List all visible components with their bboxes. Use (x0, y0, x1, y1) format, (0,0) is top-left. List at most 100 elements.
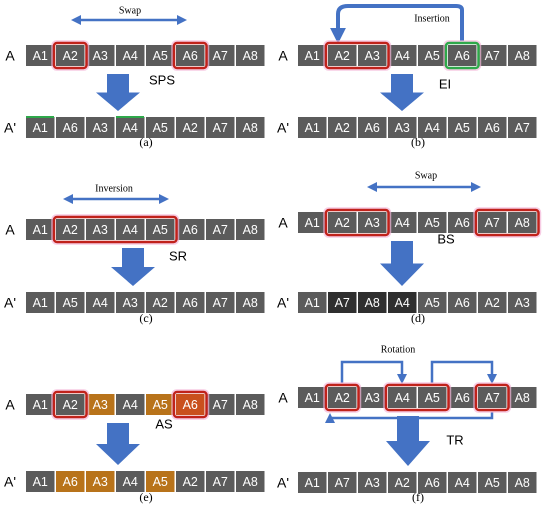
operator-label-d: BS (437, 232, 455, 247)
cell-label-c-top-2: A2 (63, 223, 78, 237)
cell-label-e-top-8: A8 (243, 398, 258, 412)
cell-e-top-7 (206, 394, 235, 415)
cell-label-c-top-3: A3 (93, 223, 108, 237)
cell-label-f-bottom-2: A7 (335, 476, 350, 490)
cell-label-b-top-2: A2 (335, 49, 350, 63)
cell-label-c-bottom-3: A4 (93, 296, 108, 310)
cell-a-bottom-7 (206, 117, 235, 138)
cell-label-e-bottom-4: A4 (123, 475, 138, 489)
cell-c-bottom-2 (56, 292, 85, 313)
cell-label-b-bottom-4: A3 (395, 121, 410, 135)
operator-label-e: AS (155, 417, 173, 432)
cell-label-c-bottom-6: A6 (183, 296, 198, 310)
cell-label-b-top-3: A3 (365, 49, 380, 63)
cell-label-b-top-4: A4 (395, 49, 410, 63)
cell-label-c-bottom-7: A7 (213, 296, 228, 310)
cell-d-top-8 (508, 212, 537, 233)
cell-e-top-4 (116, 394, 145, 415)
cell-label-a-top-2: A2 (63, 49, 78, 63)
highlight-f-A7 (474, 383, 510, 412)
cell-label-a-top-5: A5 (153, 49, 168, 63)
cell-b-bottom-7 (478, 117, 507, 138)
cell-label-d-top-8: A8 (515, 216, 530, 230)
cell-label-c-top-6: A6 (183, 223, 198, 237)
cell-label-c-top-4: A4 (123, 223, 138, 237)
cell-label-b-top-8: A8 (515, 49, 530, 63)
cell-label-a-bottom-1: A1 (33, 121, 48, 135)
cell-b-bottom-4 (388, 117, 417, 138)
cell-b-bottom-3 (358, 117, 387, 138)
cell-label-e-bottom-1: A1 (33, 475, 48, 489)
cell-label-d-top-5: A5 (425, 216, 440, 230)
cell-f-top-5 (418, 387, 447, 408)
highlight-f-A2 (324, 383, 360, 412)
cell-label-f-bottom-7: A5 (485, 476, 500, 490)
highlight-f-A2-glow (323, 382, 362, 413)
transform-arrow-f (386, 416, 430, 466)
cell-f-bottom-3 (358, 472, 387, 493)
operation-label-f: Rotation (381, 345, 415, 356)
cell-c-bottom-4 (116, 292, 145, 313)
cell-a-bottom-4 (116, 117, 145, 138)
cell-a-bottom-3 (86, 117, 115, 138)
cell-label-b-top-6: A6 (455, 49, 470, 63)
highlight-c-A2A5-glow (51, 214, 180, 245)
row-label-top-d: A (278, 215, 288, 231)
cell-label-d-top-7: A7 (485, 216, 500, 230)
cell-b-top-3 (358, 45, 387, 66)
cell-d-bottom-7 (478, 292, 507, 313)
cell-d-top-3 (358, 212, 387, 233)
cell-label-a-bottom-2: A6 (63, 121, 78, 135)
cell-label-a-bottom-7: A7 (213, 121, 228, 135)
cell-label-a-top-6: A6 (183, 49, 198, 63)
cell-label-c-bottom-4: A3 (123, 296, 138, 310)
cell-c-top-4 (116, 219, 145, 240)
cell-label-e-top-3: A3 (93, 398, 108, 412)
cell-label-e-top-7: A7 (213, 398, 228, 412)
highlight-c-A2A5 (52, 215, 178, 244)
cell-a-top-2 (56, 45, 85, 66)
highlight-e-A6-glow (171, 389, 210, 420)
cell-f-top-7 (478, 387, 507, 408)
cell-d-top-7 (478, 212, 507, 233)
cell-label-a-bottom-6: A2 (183, 121, 198, 135)
insertion-arrow-b (330, 4, 464, 44)
cell-a-top-6 (176, 45, 205, 66)
cell-f-bottom-6 (448, 472, 477, 493)
highlight-d-A7A8-glow (473, 207, 542, 238)
cell-label-e-bottom-7: A7 (213, 475, 228, 489)
transform-arrow-d (380, 241, 424, 286)
cell-c-bottom-5 (146, 292, 175, 313)
cell-label-f-bottom-6: A4 (455, 476, 470, 490)
cell-a-bottom-8 (236, 117, 265, 138)
cell-label-f-top-5: A5 (425, 391, 440, 405)
cell-b-top-6 (448, 45, 477, 66)
cell-label-f-top-1: A1 (305, 391, 320, 405)
row-label-bottom-a: A' (4, 120, 16, 136)
cell-f-bottom-4 (388, 472, 417, 493)
cell-c-bottom-6 (176, 292, 205, 313)
cell-f-top-6 (448, 387, 477, 408)
cell-label-a-bottom-8: A8 (243, 121, 258, 135)
cell-e-bottom-1 (26, 471, 55, 492)
cell-label-f-bottom-8: A8 (515, 476, 530, 490)
rotation-arrow-f-2 (430, 360, 497, 384)
cell-c-bottom-3 (86, 292, 115, 313)
cell-c-top-8 (236, 219, 265, 240)
cell-label-d-bottom-7: A2 (485, 296, 500, 310)
cell-e-top-5 (146, 394, 175, 415)
row-label-top-f: A (278, 390, 288, 406)
cell-e-bottom-5 (146, 471, 175, 492)
cell-label-f-top-8: A8 (515, 391, 530, 405)
cell-label-a-bottom-4: A4 (123, 121, 138, 135)
cell-label-e-top-6: A6 (183, 398, 198, 412)
operation-label-d: Swap (415, 171, 437, 182)
highlight-a-A2-glow (51, 40, 90, 71)
row-label-bottom-b: A' (277, 120, 289, 136)
cell-label-e-top-1: A1 (33, 398, 48, 412)
cell-label-b-bottom-8: A7 (515, 121, 530, 135)
cell-label-e-bottom-5: A5 (153, 475, 168, 489)
highlight-f-A7-glow (473, 382, 512, 413)
cell-e-bottom-4 (116, 471, 145, 492)
cell-label-e-bottom-2: A6 (63, 475, 78, 489)
